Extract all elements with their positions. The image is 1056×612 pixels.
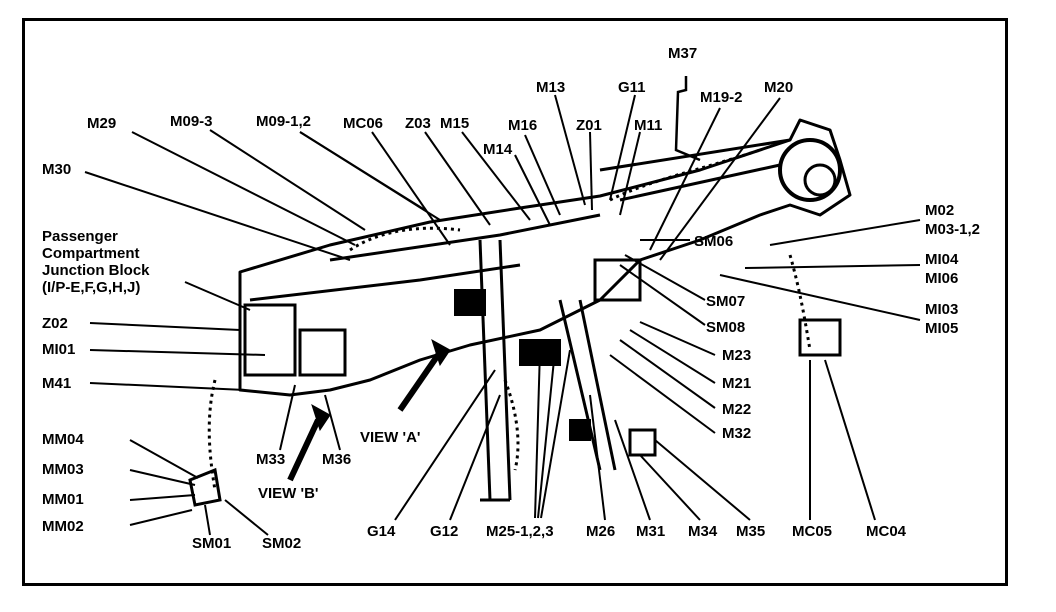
label-mm01: MM01 — [42, 491, 84, 508]
label-m35: M35 — [736, 523, 766, 540]
label-mm03: MM03 — [42, 461, 84, 478]
label-view-b: VIEW 'B' — [258, 485, 319, 502]
m37-wire — [674, 76, 701, 162]
label-m30: M30 — [42, 161, 72, 178]
label-mc05: MC05 — [792, 523, 833, 540]
label-m25-1-2-3: M25-1,2,3 — [486, 523, 554, 540]
label-m09-1-2: M09-1,2 — [256, 113, 312, 130]
label-m34: M34 — [688, 523, 718, 540]
label-sm02: SM02 — [262, 535, 302, 552]
label-m14: M14 — [483, 141, 513, 158]
label-mc06: MC06 — [343, 115, 384, 132]
label-m29: M29 — [87, 115, 117, 132]
label-mc04: MC04 — [866, 523, 907, 540]
label-z03: Z03 — [405, 115, 431, 132]
label-mm04: MM04 — [42, 431, 84, 448]
label-m20: M20 — [764, 79, 794, 96]
label-g12: G12 — [430, 523, 459, 540]
dashboard-body — [238, 118, 852, 502]
view-arrows — [287, 338, 451, 482]
label-m13: M13 — [536, 79, 566, 96]
label-g14: G14 — [367, 523, 396, 540]
label-z01: Z01 — [576, 117, 602, 134]
diagram-frame — [22, 18, 1008, 586]
label-m36: M36 — [322, 451, 352, 468]
label-sm06: SM06 — [694, 233, 734, 250]
label-m03-1-2: M03-1,2 — [925, 221, 981, 238]
label-m33: M33 — [256, 451, 286, 468]
label-sm08: SM08 — [706, 319, 746, 336]
label-m16: M16 — [508, 117, 538, 134]
label-view-a: VIEW 'A' — [360, 429, 421, 446]
label-mm02: MM02 — [42, 518, 84, 535]
harness-details — [188, 138, 842, 507]
label-sm07: SM07 — [706, 293, 746, 310]
label-m21: M21 — [722, 375, 752, 392]
label-passenger-junction-block: Passenger Compartment Junction Block (I/… — [42, 228, 150, 296]
label-mi04: MI04 — [925, 251, 959, 268]
leader-lines — [84, 94, 921, 536]
label-m26: M26 — [586, 523, 616, 540]
label-sm01: SM01 — [192, 535, 232, 552]
label-mi03: MI03 — [925, 301, 959, 318]
label-m11: M11 — [634, 117, 663, 134]
label-m41: M41 — [42, 375, 72, 392]
label-z02: Z02 — [42, 315, 68, 332]
label-m15: M15 — [440, 115, 470, 132]
label-m23: M23 — [722, 347, 752, 364]
label-m09-3: M09-3 — [170, 113, 213, 130]
label-m22: M22 — [722, 401, 752, 418]
label-m02: M02 — [925, 202, 955, 219]
label-m32: M32 — [722, 425, 752, 442]
label-mi05: MI05 — [925, 320, 959, 337]
label-m31: M31 — [636, 523, 666, 540]
label-mi06: MI06 — [925, 270, 959, 287]
label-m19-2: M19-2 — [700, 89, 743, 106]
label-g11: G11 — [618, 79, 646, 96]
label-m37: M37 — [668, 45, 698, 62]
label-mi01: MI01 — [42, 341, 76, 358]
